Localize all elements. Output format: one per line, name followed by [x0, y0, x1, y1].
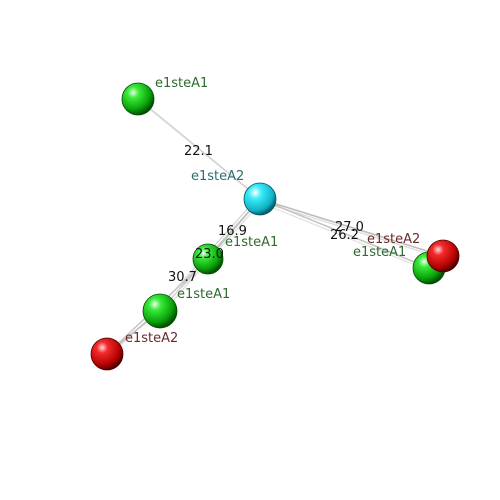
atom-label: e1steA1: [353, 245, 407, 260]
green-sphere-atom[interactable]: [121, 82, 155, 116]
atom-label: e1steA1: [155, 76, 209, 91]
atoms[interactable]: [90, 82, 460, 371]
red-sphere-atom[interactable]: [90, 337, 124, 371]
bond-line: [259, 198, 444, 257]
atom-label: e1steA1: [225, 235, 279, 250]
distance-label: 23.0: [195, 247, 224, 262]
distance-label: 26.2: [330, 228, 359, 243]
green-sphere-atom[interactable]: [142, 293, 178, 329]
cyan-sphere-atom[interactable]: [243, 182, 277, 216]
distance-label: 30.7: [168, 270, 197, 285]
bond-line: [139, 100, 263, 202]
green-sphere-atom[interactable]: [192, 243, 224, 275]
atom-label: e1steA2: [367, 232, 421, 247]
bond-line: [260, 202, 431, 272]
red-sphere-atom[interactable]: [426, 239, 460, 273]
atom-label: e1steA2: [125, 331, 179, 346]
distance-label: 22.1: [184, 144, 213, 159]
atom-label: e1steA2: [191, 169, 245, 184]
atom-label: e1steA1: [177, 287, 231, 302]
distance-label: 27.0: [335, 220, 364, 235]
distance-label: 16.9: [218, 224, 247, 239]
bond-line: [259, 198, 430, 269]
